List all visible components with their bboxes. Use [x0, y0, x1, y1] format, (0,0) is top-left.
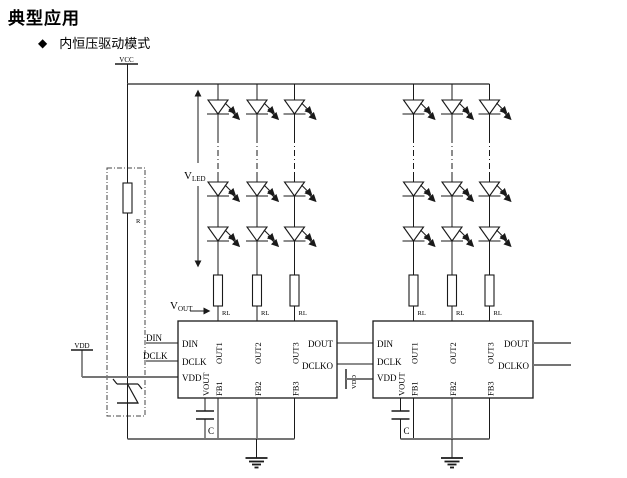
vcc-label: VCC [119, 56, 134, 64]
din-input-label: DIN [146, 333, 162, 343]
led-icon [207, 227, 239, 246]
vout-annotation: VOUT [170, 300, 211, 315]
rl-label: RL [299, 310, 307, 317]
led-icon [207, 100, 239, 119]
ic2-bottom-network: C [390, 398, 490, 469]
serial-input-stubs: DIN DCLK [143, 333, 178, 362]
rl-label: RL [494, 310, 502, 317]
led-icon [403, 100, 435, 119]
vdd-supply-ic2: VDD [345, 369, 373, 389]
led-icon [441, 100, 473, 119]
ic2-body [372, 320, 534, 399]
driver-ic-2: DIN DCLK VDD DOUT DCLKO OUT1 OUT2 OUT3 V… [372, 320, 534, 399]
ic1-body [177, 320, 338, 399]
vdd2-label: VDD [351, 375, 358, 389]
capacitor-label: C [208, 426, 214, 436]
rl-label: RL [418, 310, 426, 317]
ic1-pin-din: DIN [182, 339, 198, 349]
vout-annotation-label: VOUT [170, 300, 193, 313]
ic2-pin-din: DIN [377, 339, 393, 349]
load-resistor [251, 274, 263, 307]
load-resistor [212, 274, 224, 307]
driver-ic-1: DIN DCLK VDD DOUT DCLKO OUT1 OUT2 OUT3 V… [177, 320, 338, 399]
led-icon [246, 100, 278, 119]
vdd-supply-left: VDD [71, 342, 178, 378]
led-icon [246, 227, 278, 246]
ic1-bottom-network: C [127, 398, 295, 469]
vled-label: VLED [184, 170, 206, 183]
capacitor-label: C [404, 426, 410, 436]
load-resistor [289, 274, 300, 307]
led-icon [479, 100, 511, 119]
ic2-pin-dout: DOUT [504, 339, 529, 349]
ic2-pin-out2: OUT2 [448, 342, 458, 364]
led-icon [403, 182, 435, 201]
rl-label: RL [222, 310, 230, 317]
capacitor-icon [390, 410, 411, 420]
led-icon [284, 227, 316, 246]
ic2-output-wires [533, 342, 571, 366]
ic1-pin-fb3: FB3 [291, 381, 301, 396]
ground-icon [440, 457, 464, 469]
ic1-pin-dclko: DCLKO [302, 361, 333, 371]
load-resistor [446, 274, 458, 307]
ic1-pin-dout: DOUT [308, 339, 333, 349]
led-icon [479, 182, 511, 201]
capacitor-icon [195, 410, 215, 420]
led-icon [403, 227, 435, 246]
bias-resistor-label: R [136, 218, 141, 225]
led-icon [284, 182, 316, 201]
ic1-pin-out2: OUT2 [253, 342, 263, 364]
load-resistors: RL RL RL RL RL RL [212, 274, 502, 317]
led-icons [207, 100, 511, 246]
led-icon [207, 182, 239, 201]
ic2-pin-out1: OUT1 [410, 342, 420, 364]
ic1-pin-vout: VOUT [201, 372, 211, 396]
dashed-option-box [106, 167, 146, 417]
led-array: RL RL RL RL RL RL [207, 84, 511, 321]
ic1-pin-out1: OUT1 [214, 342, 224, 364]
cascade-wires [337, 342, 373, 365]
bias-resistor [122, 182, 133, 214]
ic1-pin-fb2: FB2 [253, 381, 263, 396]
ic1-pin-dclk: DCLK [182, 357, 207, 367]
load-resistor [408, 274, 419, 307]
led-icon [246, 182, 278, 201]
ic2-pin-dclko: DCLKO [498, 361, 529, 371]
ic2-pin-out3: OUT3 [486, 342, 496, 364]
rl-label: RL [261, 310, 269, 317]
ic2-pin-fb1: FB1 [410, 381, 420, 396]
led-icon [441, 182, 473, 201]
page-title: 典型应用 [8, 9, 80, 28]
bias-branch: R [106, 84, 146, 439]
ic2-pin-fb3: FB3 [486, 381, 496, 396]
ic2-pin-fb2: FB2 [448, 381, 458, 396]
dclk-input-label: DCLK [143, 351, 168, 361]
ic2-pin-dclk: DCLK [377, 357, 402, 367]
ic1-pin-vdd: VDD [182, 373, 202, 383]
vled-annotation: VLED [184, 89, 206, 268]
ic2-pin-vdd: VDD [377, 373, 397, 383]
led-icon [284, 100, 316, 119]
led-icon [441, 227, 473, 246]
load-resistor [484, 274, 495, 307]
diamond-bullet-icon: ◆ [38, 35, 48, 50]
subtitle-text: 内恒压驱动模式 [59, 36, 151, 51]
vdd-label: VDD [74, 342, 89, 350]
rl-label: RL [456, 310, 464, 317]
ground-icon [244, 457, 269, 469]
subtitle-row: ◆ 内恒压驱动模式 [38, 33, 150, 52]
led-icon [479, 227, 511, 246]
vcc-supply: VCC [115, 56, 138, 84]
ic1-pin-fb1: FB1 [214, 381, 224, 396]
ic1-pin-out3: OUT3 [291, 342, 301, 364]
ic2-pin-vout: VOUT [397, 372, 407, 396]
zener-diode [112, 378, 143, 404]
